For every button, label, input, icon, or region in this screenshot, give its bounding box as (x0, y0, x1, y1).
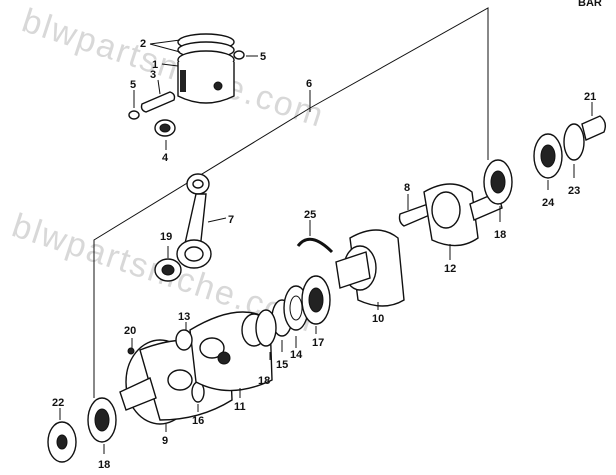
bearing-18-right (483, 159, 513, 205)
part-label-1: 1 (152, 59, 158, 71)
crankcase-10 (335, 229, 405, 307)
center-crank-web (189, 311, 273, 392)
assembly-bracket (93, 7, 489, 398)
part-label-18-right: 18 (494, 229, 506, 241)
part-label-12: 12 (444, 263, 456, 275)
bearing-18-center (255, 309, 277, 347)
part-label-3: 3 (150, 69, 156, 81)
part-label-5-left: 5 (130, 79, 136, 91)
part-label-23: 23 (568, 185, 580, 197)
washer-23 (563, 123, 585, 161)
part-label-13: 13 (178, 311, 190, 323)
part-label-19: 19 (160, 231, 172, 243)
bearing-17 (301, 275, 331, 325)
part-label-2: 2 (140, 38, 146, 50)
piston-ring-clip (233, 50, 245, 60)
connecting-rod (176, 173, 212, 269)
pin-clip (128, 110, 140, 120)
piston-pin (140, 91, 176, 113)
part-label-21: 21 (584, 91, 596, 103)
part-label-20: 20 (124, 325, 136, 337)
leader-lines (59, 39, 593, 454)
part-label-18-center: 18 (258, 375, 270, 387)
seal-13 (175, 329, 193, 351)
part-label-18-left: 18 (98, 459, 110, 471)
part-label-17: 17 (312, 337, 324, 349)
part-labels: 1 2 3 4 5 5 6 7 8 9 10 11 12 13 14 15 16… (52, 38, 596, 471)
watermark-text-1: blwpartsniche.com (18, 1, 330, 135)
part-label-9: 9 (162, 435, 168, 447)
small-end-bearing (154, 119, 176, 137)
part-label-6: 6 (306, 78, 312, 90)
part-label-22: 22 (52, 397, 64, 409)
part-label-11: 11 (234, 401, 246, 413)
piston (177, 33, 235, 104)
part-label-7: 7 (228, 214, 234, 226)
bearing-18-left (87, 397, 117, 443)
end-cap-21 (581, 115, 607, 141)
part-label-15: 15 (276, 359, 288, 371)
part-label-16: 16 (192, 415, 204, 427)
big-end-bearing (154, 258, 182, 282)
part-label-25: 25 (304, 209, 316, 221)
part-label-14: 14 (290, 349, 303, 361)
corner-text: BAR (578, 0, 602, 9)
part-label-24: 24 (542, 197, 555, 209)
part-label-5-right: 5 (260, 51, 266, 63)
snap-ring (296, 237, 334, 254)
part-label-8: 8 (404, 182, 410, 194)
washer-22 (47, 421, 77, 463)
part-label-4: 4 (162, 152, 169, 164)
seal-24 (533, 133, 563, 179)
watermark: blwpartsniche.com blwpartsniche.com (8, 1, 330, 340)
part-label-10: 10 (372, 313, 384, 325)
crank-pin-screw (127, 347, 135, 355)
